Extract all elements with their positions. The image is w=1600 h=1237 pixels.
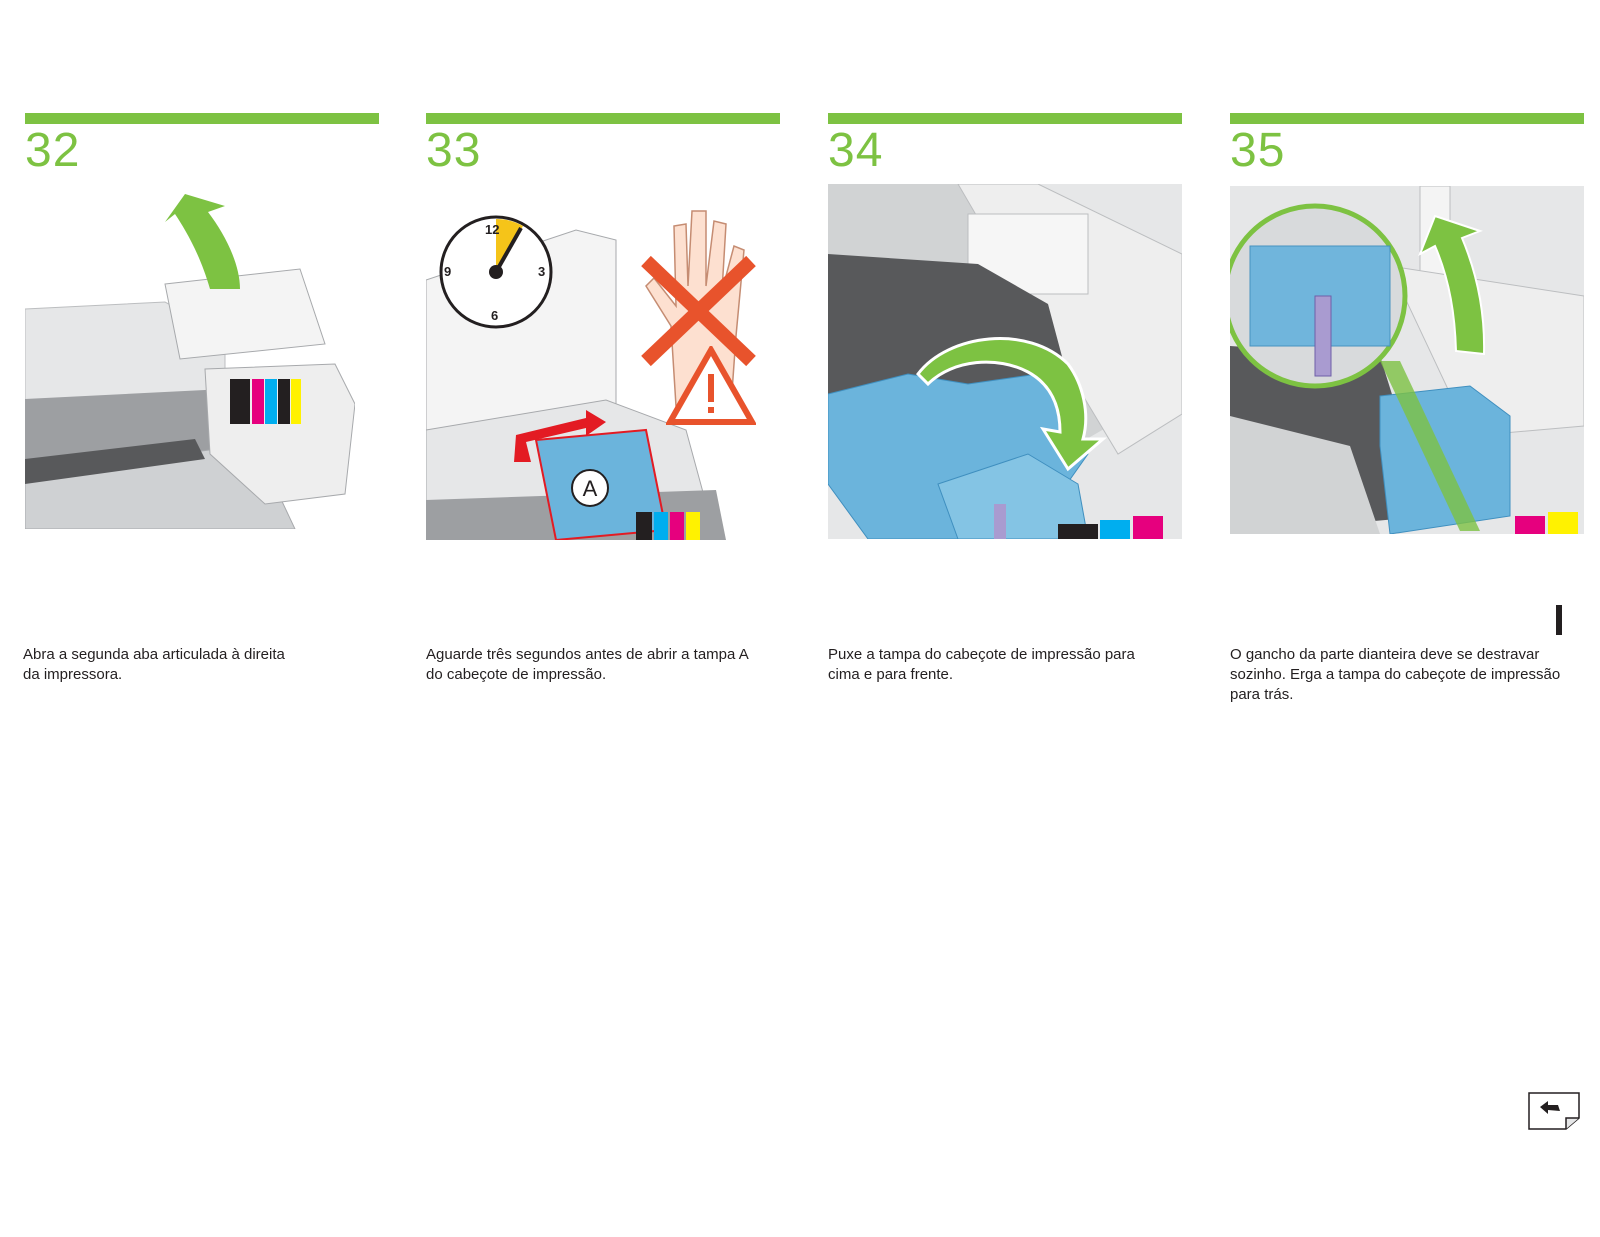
step-35-illustration [1230,186,1584,534]
step-header-bar [828,113,1182,124]
step-33: 33 [426,113,780,179]
caption-line: Aguarde três segundos antes de abrir a t… [426,646,749,663]
step-35: 35 [1230,113,1584,179]
step-34-illustration [828,184,1182,539]
clock-label-12: 12 [485,222,500,237]
clock-label-9: 9 [444,264,452,279]
callout-a-label: A [582,476,598,501]
warning-triangle-icon [666,346,756,426]
clock-icon: 12 3 6 9 [438,214,554,330]
step-number: 33 [426,124,482,177]
step-header-bar [25,113,379,124]
back-button[interactable] [1526,1090,1580,1130]
step-34: 34 [828,113,1182,179]
caption-line: para trás. [1230,686,1294,703]
step-34-caption: Puxe a tampa do cabeçote de impressão pa… [828,645,1135,685]
caption-line: Puxe a tampa do cabeçote de impressão pa… [828,646,1135,663]
step-33-illustration: A 12 3 6 9 [426,200,776,540]
caption-line: da impressora. [23,666,123,683]
step-header-bar [426,113,780,124]
step-32-illustration [25,184,355,529]
step-number: 34 [828,124,884,177]
step-number: 32 [25,124,81,177]
page-edge-marker [1556,605,1562,635]
return-arrow-icon [1528,1092,1580,1130]
clock-label-3: 3 [538,264,546,279]
do-not-touch-icon [626,206,766,436]
caption-line: Abra a segunda aba articulada à direita [23,646,285,663]
caption-line: cima e para frente. [828,666,954,683]
caption-line: O gancho da parte dianteira deve se dest… [1230,646,1540,663]
step-35-caption: O gancho da parte dianteira deve se dest… [1230,645,1560,705]
step-32-caption: Abra a segunda aba articulada à direita … [23,645,285,685]
caption-line: sozinho. Erga a tampa do cabeçote de imp… [1230,666,1561,683]
step-number: 35 [1230,124,1286,177]
step-header-bar [1230,113,1584,124]
callout-a [571,469,609,507]
caption-line: do cabeçote de impressão. [426,666,607,683]
clock-label-6: 6 [491,308,499,323]
step-33-caption: Aguarde três segundos antes de abrir a t… [426,645,749,685]
step-32: 32 [25,113,379,179]
